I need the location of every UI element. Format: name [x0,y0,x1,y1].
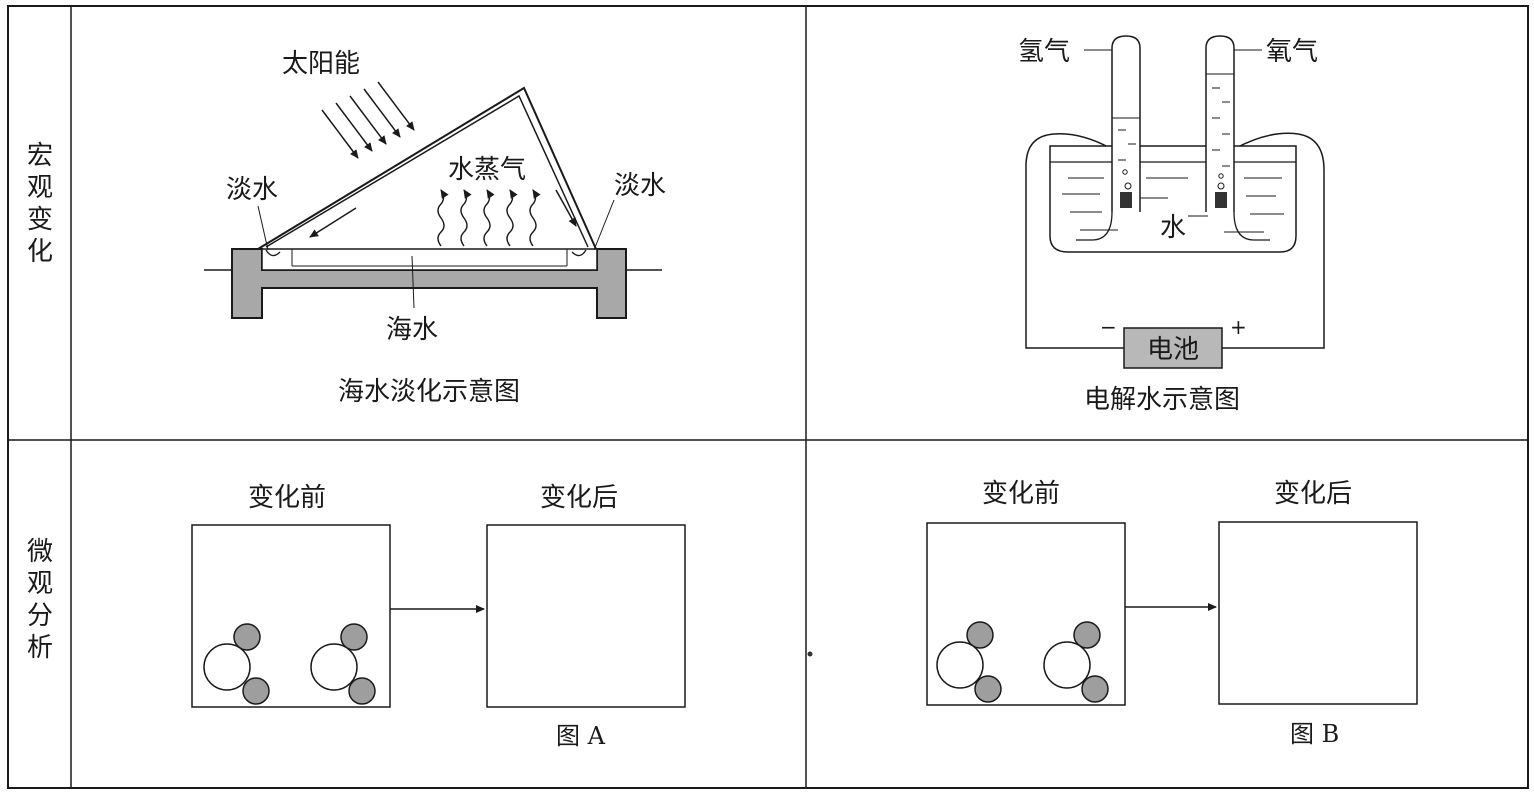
after-box-b [1218,521,1418,705]
battery-minus-label: − [1100,315,1117,339]
row-header-char: 微 [27,537,53,567]
water-molecule-a1 [203,623,270,705]
hydrogen-atom [974,675,1002,703]
seawater-label: 海水 [386,315,438,345]
before-label-b: 变化前 [982,479,1060,509]
electrolysis-caption: 电解水示意图 [1084,385,1240,415]
seawater-basin [261,248,598,271]
oxygen-atom [310,643,358,691]
fresh-water-right-label: 淡水 [614,171,666,201]
micro-analysis-a: 变化前 变化后 图 A [191,483,686,750]
battery-label: 电池 [1147,335,1199,365]
row-header-char: 分 [27,601,53,631]
table-grid [7,5,1529,789]
row-header-char: 变 [27,205,53,235]
row-header-char: 析 [27,633,53,663]
water-vapor-label: 水蒸气 [448,155,526,185]
tube-water-dashes [1118,87,1230,167]
seawater-leader [411,255,415,309]
fresh-left-leader [257,205,269,251]
row-header-char: 宏 [27,141,53,171]
water-molecule-b2 [1043,621,1109,703]
before-box-b [926,522,1126,706]
bubble [1122,169,1128,175]
hydrogen-electrode [1120,192,1132,208]
desalination-caption: 海水淡化示意图 [338,377,520,407]
row-header-macro: 宏观变化 [27,141,53,267]
glass-cover-inner [265,94,589,248]
hydrogen-atom [1081,675,1109,703]
after-label-b: 变化后 [1274,479,1352,509]
fresh-water-right-drop [571,249,587,257]
solar-ray [363,88,401,138]
oxygen-atom [1043,641,1091,689]
solar-energy-label: 太阳能 [282,49,360,79]
glass-cover-outer [257,86,597,250]
fresh-water-left-drop [265,249,281,257]
water-label: 水 [1160,213,1186,243]
vapor-arrow [483,189,495,247]
condensate-flow-right-arrow [555,189,577,227]
solar-ray [349,95,387,145]
row-header-macro-label: 宏观变化 [27,141,53,267]
circuit-wire-right-outer [1222,132,1325,349]
before-box-a [191,524,391,708]
hydrogen-atom [340,623,368,651]
solar-rays [321,81,415,159]
oxygen-tube [1205,35,1235,212]
vapor-arrow [506,189,518,247]
circuit-wire-left-outer [1025,133,1124,349]
micro-analysis-b: 变化前 变化后 图 B [926,479,1418,748]
figure-a-caption: 图 A [556,722,606,750]
water-lines [1062,177,1284,233]
fresh-right-leader [593,199,615,251]
hydrogen-atom [242,677,270,705]
row-header-char: 观 [27,173,53,203]
hydrogen-atom [348,677,376,705]
after-label-a: 变化后 [540,483,618,513]
oxygen-atom [203,643,251,691]
solar-ray [335,102,373,152]
figure-b-caption: 图 B [1290,720,1339,748]
hydrogen-label: 氢气 [1018,37,1070,67]
hydrogen-atom [1073,621,1101,649]
water-molecule-a2 [310,623,376,705]
row-header-char: 观 [27,569,53,599]
oxygen-label: 氧气 [1266,37,1318,67]
oxygen-atom [936,641,984,689]
row-header-char: 化 [27,237,53,267]
hydrogen-atom [233,623,261,651]
table-border [7,5,1529,789]
vapor-arrow [529,189,541,247]
bubble [1217,182,1225,190]
vapor-arrow [437,189,449,247]
fresh-water-left-label: 淡水 [226,175,278,205]
gas-bubbles [1122,169,1225,190]
electrode-wire-left [1076,211,1113,241]
row-header-micro-label: 微观分析 [27,537,53,663]
vapor-arrow [460,189,472,247]
solar-ray [377,81,415,131]
before-label-a: 变化前 [248,483,326,513]
desalination-diagram: 太阳能 淡水 淡水 水蒸气 海水 海水淡化示意图 [204,49,666,407]
hydrogen-atom [966,621,994,649]
electrolysis-diagram: 电池 − + 氢气 氧气 水 电解水示意图 [1018,35,1325,415]
electrode-wire-right [1233,211,1270,241]
bubble [1218,173,1224,179]
water-molecule-b1 [936,621,1002,703]
oxygen-electrode [1215,192,1227,208]
condensate-flow-left-arrow [309,207,357,238]
after-box-a [486,524,686,708]
battery [1123,327,1223,369]
bubble [1124,182,1132,190]
hydrogen-tube [1111,35,1141,212]
row-header-micro: 微观分析 [27,537,53,663]
vapor-arrows [437,189,541,247]
scan-speck [807,651,813,657]
battery-plus-label: + [1230,315,1247,339]
solar-ray [321,109,359,159]
